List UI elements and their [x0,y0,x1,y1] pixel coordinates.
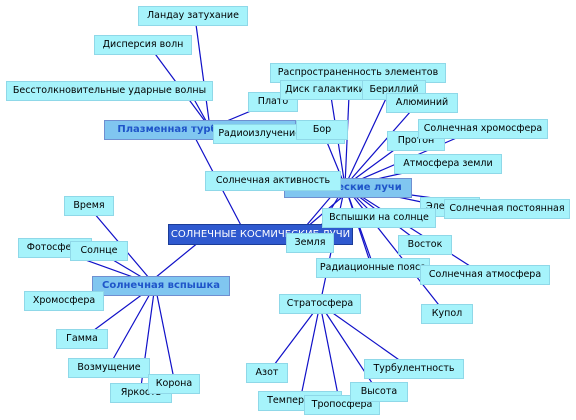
node-dispersion[interactable]: Дисперсия волн [94,35,192,55]
node-sun[interactable]: Солнце [70,241,128,261]
node-solar-atmosphere[interactable]: Солнечная атмосфера [420,265,550,285]
connector-line [344,89,391,187]
node-shock-waves[interactable]: Бесстолкновительные ударные волны [6,81,213,101]
node-dome[interactable]: Купол [421,304,473,324]
node-east[interactable]: Восток [398,235,452,255]
connector-line [319,303,413,370]
node-turbulence[interactable]: Турбулентность [364,359,464,379]
connector-line [154,284,176,385]
node-excitation[interactable]: Возмущение [68,358,150,378]
node-solar-activity[interactable]: Солнечная активность [205,171,341,191]
connector-line [344,185,447,315]
connector-line [194,16,211,129]
node-sun-flares[interactable]: Вспышки на солнце [322,208,436,228]
node-earth[interactable]: Земля [286,233,334,253]
connector-line [267,303,321,374]
node-chromosphere[interactable]: Хромосфера [24,291,104,311]
node-aluminium[interactable]: Алюминий [386,93,458,113]
node-boron[interactable]: Бор [296,120,348,140]
connector-line [319,303,341,406]
node-stratosphere[interactable]: Стратосфера [279,294,361,314]
hub-solar-flare[interactable]: Солнечная вспышка [92,276,230,296]
node-corona[interactable]: Корона [148,374,200,394]
node-height[interactable]: Высота [350,382,408,402]
connector-line [299,303,321,402]
node-time[interactable]: Время [64,196,114,216]
connector-line [344,185,485,276]
node-earth-atmosphere[interactable]: Атмосфера земли [394,154,502,174]
node-galactic-disk[interactable]: Диск галактики [280,80,370,100]
connector-line [344,102,419,187]
node-landau[interactable]: Ландау затухание [138,6,248,26]
node-solar-constant[interactable]: Солнечная постоянная [444,199,570,219]
connector-line [107,284,156,369]
node-gamma[interactable]: Гамма [56,329,108,349]
node-nitrogen[interactable]: Азот [246,363,288,383]
node-solar-chromosphere[interactable]: Солнечная хромосфера [418,119,548,139]
node-radiation-belts[interactable]: Радиационные пояса [316,258,430,278]
